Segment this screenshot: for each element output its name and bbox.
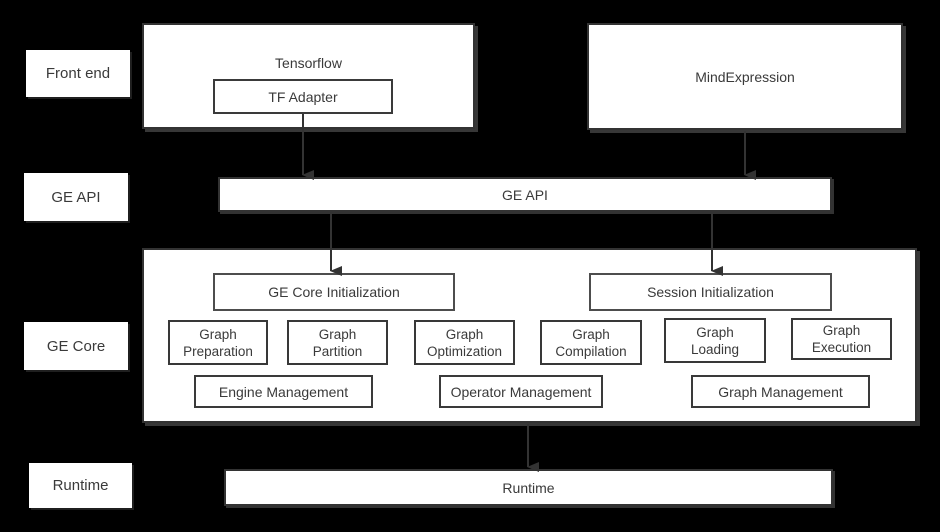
graph-compilation-line2: Compilation (555, 343, 627, 359)
graph-preparation-line2: Preparation (183, 343, 253, 359)
mindexpression-box: MindExpression (587, 23, 903, 130)
row-label-ge-core: GE Core (24, 322, 128, 370)
graph-compilation-line1: Graph (572, 326, 610, 342)
graph-execution-line2: Execution (811, 340, 872, 355)
session-initialization-box: Session Initialization (589, 273, 832, 311)
graph-partition-line1: Graph (318, 326, 357, 342)
graph-execution-line1: Graph (822, 323, 861, 338)
graph-loading-line1: Graph (696, 324, 734, 340)
row-label-ge-api: GE API (24, 173, 128, 221)
row-label-runtime: Runtime (29, 463, 132, 508)
graph-loading-line2: Loading (690, 341, 740, 357)
engine-management-box: Engine Management (194, 375, 373, 408)
ge-api-bar: GE API (218, 177, 832, 212)
graph-partition-box: Graph Partition (287, 320, 388, 365)
tf-adapter-box: TF Adapter (213, 79, 393, 114)
graph-compilation-box: Graph Compilation (540, 320, 642, 365)
graph-optimization-line1: Graph (445, 326, 484, 342)
runtime-bar: Runtime (224, 469, 833, 506)
graph-management-box: Graph Management (691, 375, 870, 408)
operator-management-box: Operator Management (439, 375, 603, 408)
graph-loading-box: Graph Loading (664, 318, 766, 363)
tensorflow-title: Tensorflow (275, 55, 342, 71)
graph-optimization-line2: Optimization (426, 343, 503, 359)
graph-preparation-box: Graph Preparation (168, 320, 268, 365)
graph-preparation-line1: Graph (199, 326, 237, 342)
ge-core-initialization-box: GE Core Initialization (213, 273, 455, 311)
graph-partition-line2: Partition (312, 343, 363, 359)
row-label-front-end: Front end (26, 50, 130, 97)
graph-optimization-box: Graph Optimization (414, 320, 515, 365)
graph-execution-box: Graph Execution (791, 318, 892, 360)
